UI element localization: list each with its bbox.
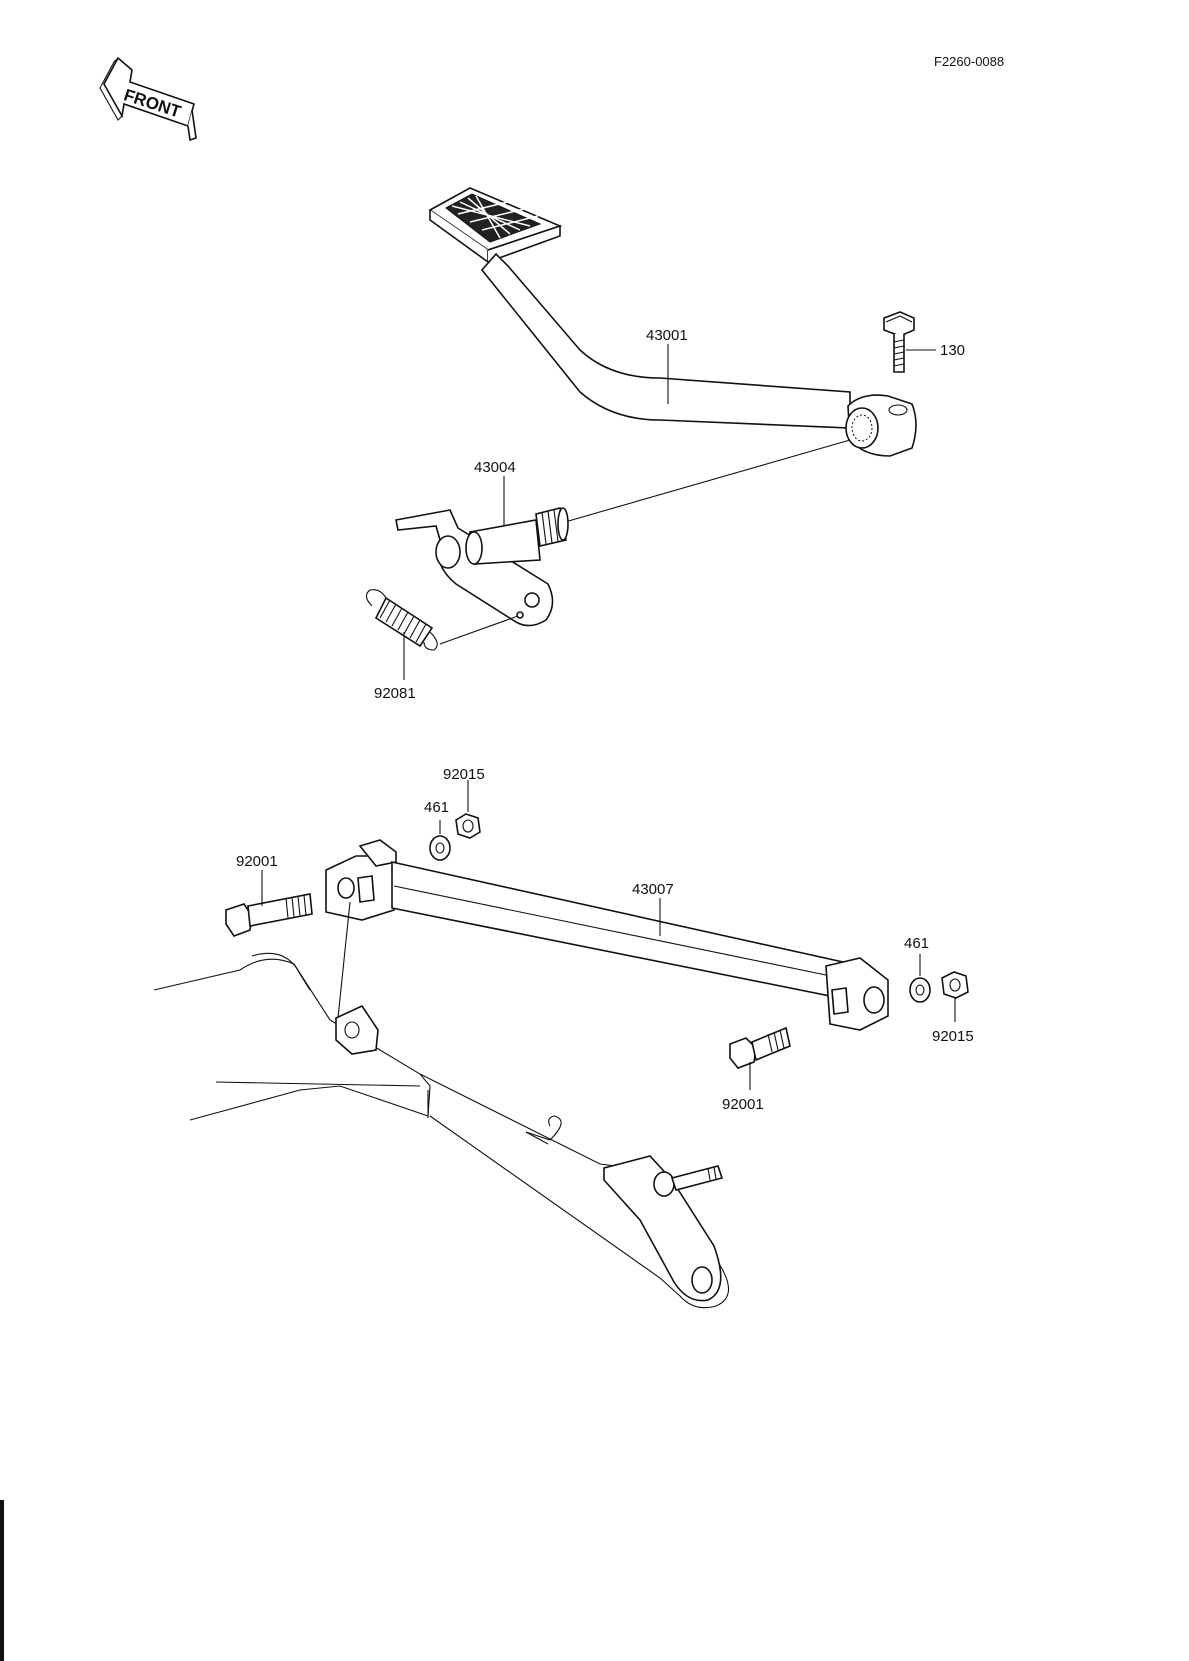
bolt-130[interactable] [883, 311, 915, 373]
label-bolt-left: 92001 [236, 853, 278, 870]
bolt-left[interactable] [225, 893, 313, 937]
label-bolt-right: 92001 [722, 1096, 764, 1113]
assembly-line-pedal [564, 439, 851, 523]
label-washer-right: 461 [904, 935, 929, 952]
label-nut-top: 92015 [443, 766, 485, 783]
return-spring[interactable] [365, 589, 524, 651]
label-tension-rod: 43007 [632, 881, 674, 898]
brake-pedal[interactable] [428, 187, 917, 457]
pedal-shaft[interactable] [395, 507, 569, 627]
label-pedal-shaft: 43004 [474, 459, 516, 476]
label-bolt-130: 130 [940, 342, 965, 359]
label-nut-right: 92015 [932, 1028, 974, 1045]
front-arrow-icon: FRONT [99, 56, 197, 142]
label-washer-left: 461 [424, 799, 449, 816]
label-spring: 92081 [374, 685, 416, 702]
bolt-right[interactable] [729, 1026, 791, 1069]
washer-right[interactable] [909, 977, 931, 1003]
drawing-code: F2260-0088 [934, 54, 1004, 69]
label-brake-pedal: 43001 [646, 327, 688, 344]
scan-edge-mark [0, 1500, 4, 1661]
frame-swingarm [153, 901, 730, 1309]
tension-rod[interactable] [325, 839, 889, 1031]
nut-right[interactable] [941, 971, 969, 999]
nut-top[interactable] [455, 813, 481, 839]
pedal-rubber-grip [445, 193, 542, 243]
washer-left[interactable] [429, 835, 451, 861]
